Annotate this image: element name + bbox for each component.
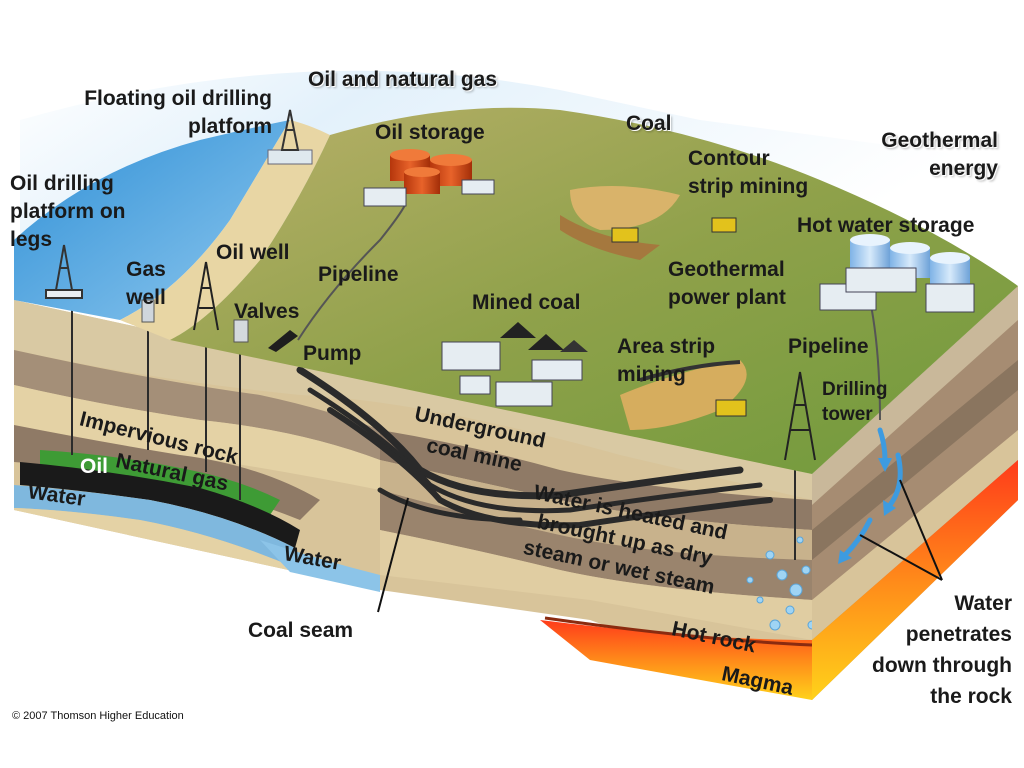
label-mined-coal: Mined coal — [472, 291, 581, 314]
label-coal: Coal — [626, 112, 672, 135]
pipeline-left-line — [297, 204, 406, 341]
label-oil-and-natural-gas: Oil and natural gas — [308, 68, 498, 91]
label-oil: Oil — [80, 455, 109, 478]
floating-platform-icon — [267, 109, 313, 165]
coal-mine-buildings-icon — [441, 322, 588, 407]
label-coal-seam: Coal seam — [248, 619, 354, 642]
copyright-credit: © 2007 Thomson Higher Education — [12, 710, 184, 722]
valves-icon — [233, 319, 249, 343]
label-contour-strip-mining: Contour strip mining — [688, 147, 809, 198]
label-geothermal-energy: Geothermal energy — [881, 129, 998, 180]
label-drilling-tower: Drilling tower — [822, 379, 888, 425]
label-valves: Valves — [234, 300, 300, 323]
label-pump: Pump — [303, 342, 362, 365]
oil-derrick-icon — [193, 261, 219, 331]
water-flow-arrows — [842, 427, 903, 558]
label-hot-water-storage: Hot water storage — [797, 214, 975, 237]
label-area-strip-mining: Area strip mining — [617, 335, 716, 386]
label-oil-well: Oil well — [216, 241, 290, 264]
label-gas-well: Gas well — [126, 258, 166, 309]
drilling-tower-icon — [784, 371, 816, 461]
label-pipeline-left: Pipeline — [318, 263, 399, 286]
right-side-face — [812, 286, 1018, 700]
well-lines — [71, 295, 796, 560]
label-floating-platform: Floating oil drilling platform — [84, 87, 272, 138]
front-face — [14, 295, 834, 700]
pointer-lines — [377, 479, 943, 613]
pump-icon — [268, 330, 298, 352]
geothermal-plant-icon — [819, 267, 975, 313]
label-oil-platform-legs: Oil drilling platform on legs — [10, 172, 126, 251]
gas-well-icon — [141, 299, 155, 323]
label-oil-storage: Oil storage — [375, 121, 485, 144]
legged-platform-icon — [45, 244, 83, 299]
pipeline-right-line — [869, 299, 881, 421]
coal-seams — [296, 366, 773, 529]
label-water-penetrates: Water penetrates down through the rock — [872, 592, 1012, 708]
oil-storage-tanks-icon — [363, 149, 495, 207]
hot-water-storage-icon — [850, 234, 970, 288]
excavator-icons — [611, 217, 747, 417]
label-pipeline-right: Pipeline — [788, 335, 869, 358]
label-geothermal-power-plant: Geothermal power plant — [668, 258, 786, 309]
